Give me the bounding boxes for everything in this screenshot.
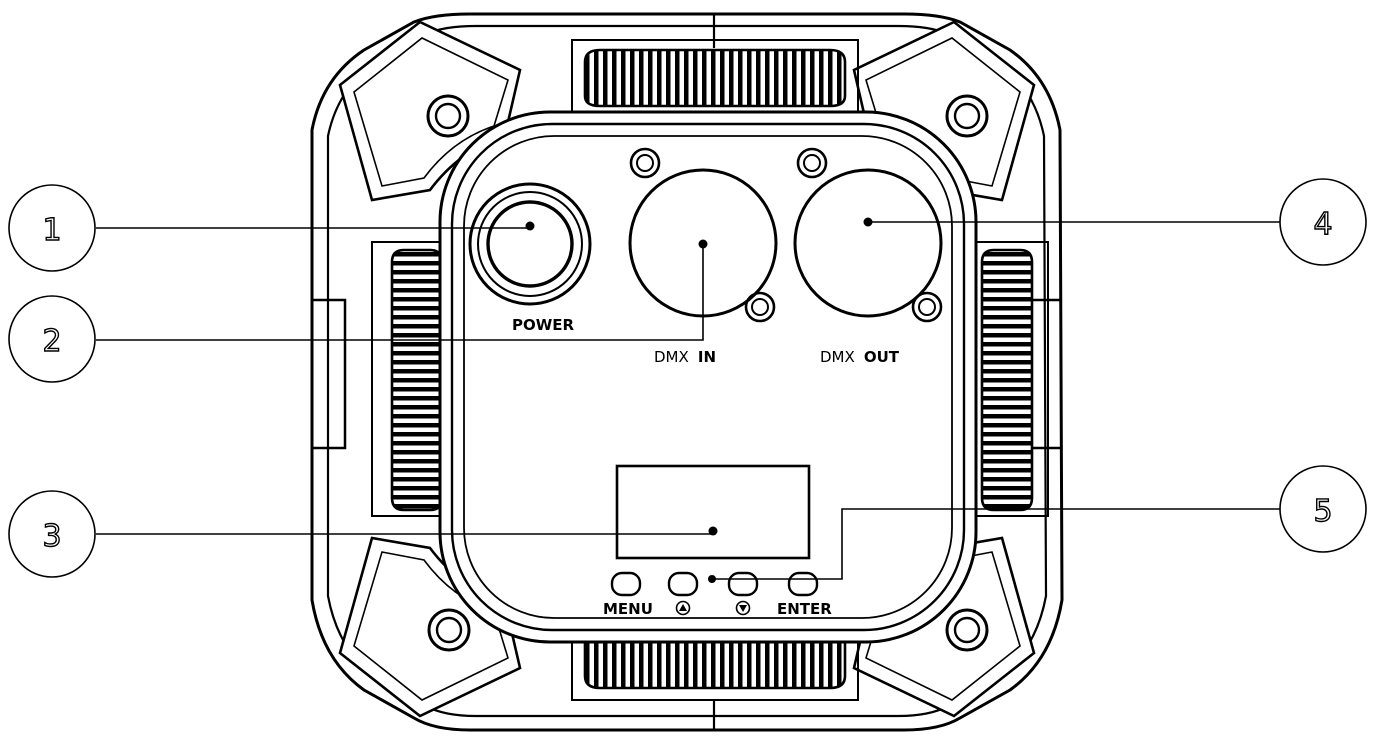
up-triangle-icon [675, 600, 691, 616]
screw-icon [911, 291, 943, 323]
down-triangle-icon [735, 600, 751, 616]
svg-text:4: 4 [1313, 207, 1332, 242]
dmx-in-label: DMX IN [654, 347, 716, 366]
callout-5: 5 [1279, 465, 1367, 553]
power-connector [468, 182, 592, 306]
screw-icon [427, 608, 471, 652]
svg-text:2: 2 [42, 324, 61, 359]
menu-label: MENU [603, 600, 653, 618]
power-label: POWER [512, 316, 575, 334]
down-button [727, 571, 759, 597]
screw-icon [426, 94, 470, 138]
leader-lines [96, 221, 1292, 580]
control-buttons [610, 571, 819, 597]
callout-2: 2 [8, 295, 96, 383]
grip-ribs [390, 48, 1034, 690]
svg-text:3: 3 [42, 519, 61, 554]
up-button [667, 571, 699, 597]
menu-button [610, 571, 642, 597]
svg-text:1: 1 [42, 213, 61, 248]
screw-icon [945, 94, 989, 138]
enter-button [787, 571, 819, 597]
callout-3: 3 [8, 490, 96, 578]
dmx-out-connector [793, 147, 943, 323]
screw-icon [945, 608, 989, 652]
dmx-out-label: DMX OUT [820, 347, 900, 366]
center-panel [438, 110, 978, 644]
screw-icon [796, 147, 828, 179]
callout-4: 4 [1279, 178, 1367, 266]
screw-icon [629, 147, 661, 179]
callout-1: 1 [8, 184, 96, 272]
svg-text:5: 5 [1313, 494, 1332, 529]
enter-label: ENTER [777, 600, 832, 618]
corner-screws [426, 94, 989, 652]
screw-icon [744, 291, 776, 323]
